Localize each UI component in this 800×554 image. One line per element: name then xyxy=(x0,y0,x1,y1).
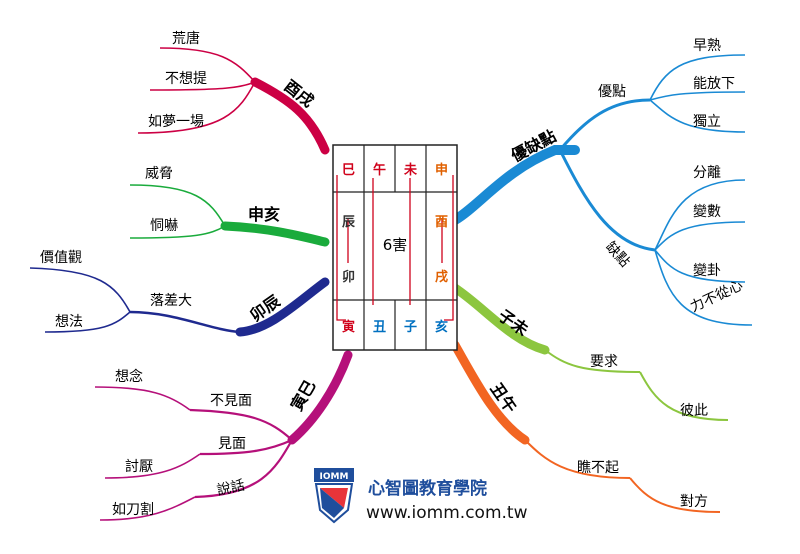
quedian-child-4: 力不從心 xyxy=(688,277,746,315)
youdian-child-1: 早熟 xyxy=(693,38,721,54)
grid-bottom-3: 子 xyxy=(403,319,417,335)
branch-youxu-main-line xyxy=(250,77,330,155)
branch-maochen-main-line xyxy=(235,277,330,337)
grid-bottom-4: 亥 xyxy=(434,319,448,335)
grid-top-2: 午 xyxy=(372,163,386,178)
logo-title: 心智圖教育學院 xyxy=(368,479,487,499)
iomm-logo-icon: IOMM xyxy=(314,468,354,524)
yinsi-item-2-child-line xyxy=(104,453,201,479)
grid-top-3: 未 xyxy=(403,163,417,178)
yinsi-item-3-child-line xyxy=(99,496,196,521)
branch-ziwei-main-line xyxy=(450,283,550,355)
quedian-child-line-1 xyxy=(654,179,746,251)
ziwei-child-line-1 xyxy=(544,349,641,373)
yinsi-item-2: 見面 xyxy=(218,436,246,452)
branch-chouwu-main-line xyxy=(450,340,530,445)
maochen-child-1: 價值觀 xyxy=(40,249,82,266)
youdian-child-line-1 xyxy=(649,54,746,101)
grid-right-1: 酉 xyxy=(434,214,448,230)
branch-shenhai: 申亥 威脅 恫嚇 xyxy=(129,166,330,247)
branch-youque: 優缺點 優點 早熟 能放下 獨立 缺點 分離 變數 變卦 力不從心 xyxy=(450,38,753,326)
grid-top-1: 巳 xyxy=(341,163,355,178)
branch-yinsi: 寅巳 不見面 想念 見面 討厭 說話 如刀割 xyxy=(94,350,353,521)
quedian-child-3: 變卦 xyxy=(693,263,721,279)
yinsi-item-1-child-line xyxy=(94,386,191,411)
maochen-child-line-1 xyxy=(29,267,131,313)
yinsi-item-line-2 xyxy=(199,438,293,456)
branch-maochen: 卯辰 落差大 價值觀 想法 xyxy=(29,249,330,337)
grid-left-2: 卯 xyxy=(341,269,355,285)
youdian-child-3: 獨立 xyxy=(693,114,721,130)
ziwei-child-2: 彼此 xyxy=(680,403,708,419)
center-grid: 6害 xyxy=(332,144,458,351)
quedian-label: 缺點 xyxy=(602,239,633,271)
quedian-line xyxy=(558,149,656,252)
yinsi-item-1: 不見面 xyxy=(210,393,252,409)
youxu-child-line-1 xyxy=(159,47,256,83)
grid-right-2: 戌 xyxy=(434,269,448,285)
yinsi-item-line-3 xyxy=(194,439,293,499)
youxu-child-3: 如夢一場 xyxy=(148,114,204,130)
youxu-child-1: 荒唐 xyxy=(172,30,200,47)
branch-youque-main-line xyxy=(450,145,580,225)
grid-top-4: 申 xyxy=(434,163,448,178)
chouwu-child-line-1 xyxy=(524,439,631,479)
grid-bottom-1: 寅 xyxy=(341,319,355,335)
quedian-child-line-4 xyxy=(654,249,753,326)
logo-url[interactable]: www.iomm.com.tw xyxy=(366,503,528,523)
grid-bottom-2: 丑 xyxy=(372,319,386,335)
youxu-child-line-3 xyxy=(137,81,256,134)
maochen-sub-label: 落差大 xyxy=(150,293,192,309)
chouwu-child-1: 瞧不起 xyxy=(577,460,619,476)
yinsi-item-line-1 xyxy=(189,408,293,441)
yinsi-item-3: 說話 xyxy=(215,476,246,498)
youdian-child-line-2 xyxy=(649,91,746,101)
youxu-child-2: 不想提 xyxy=(165,71,207,87)
branch-chouwu: 丑午 瞧不起 對方 xyxy=(450,340,721,513)
branch-yinsi-main-line xyxy=(287,350,353,445)
maochen-sub-line xyxy=(129,310,241,334)
maochen-child-line-2 xyxy=(44,311,131,333)
branch-shenhai-label: 申亥 xyxy=(248,205,280,224)
shenhai-child-1: 威脅 xyxy=(145,166,173,182)
branch-yinsi-label: 寅巳 xyxy=(287,377,319,414)
youdian-line xyxy=(558,98,651,151)
grid-left-1: 辰 xyxy=(341,214,355,230)
quedian-child-2: 變數 xyxy=(693,204,721,220)
chouwu-child-2: 對方 xyxy=(680,494,708,510)
svg-text:IOMM: IOMM xyxy=(320,472,349,482)
yinsi-item-2-child: 討厭 xyxy=(125,459,153,475)
ziwei-child-1: 要求 xyxy=(590,354,618,370)
branch-shenhai-main-line xyxy=(220,221,330,247)
center-label: 6害 xyxy=(383,236,408,254)
youdian-child-2: 能放下 xyxy=(693,76,735,92)
youxu-child-line-2 xyxy=(149,81,256,91)
youdian-label: 優點 xyxy=(598,84,626,100)
yinsi-item-3-child: 如刀割 xyxy=(112,501,154,518)
branch-youxu: 酉戌 荒唐 不想提 如夢一場 xyxy=(137,30,330,155)
youdian-child-line-3 xyxy=(649,99,746,133)
yinsi-item-1-child: 想念 xyxy=(115,368,143,385)
shenhai-child-line-2 xyxy=(129,225,226,239)
quedian-child-line-2 xyxy=(654,221,746,251)
chouwu-child-line-2 xyxy=(629,477,721,513)
pair-arrows xyxy=(336,175,454,321)
quedian-child-1: 分離 xyxy=(693,164,721,181)
ziwei-child-line-2 xyxy=(639,371,729,421)
maochen-child-2: 想法 xyxy=(55,314,83,330)
shenhai-child-2: 恫嚇 xyxy=(150,218,178,234)
quedian-child-line-3 xyxy=(654,249,746,283)
shenhai-child-line-1 xyxy=(129,184,226,227)
